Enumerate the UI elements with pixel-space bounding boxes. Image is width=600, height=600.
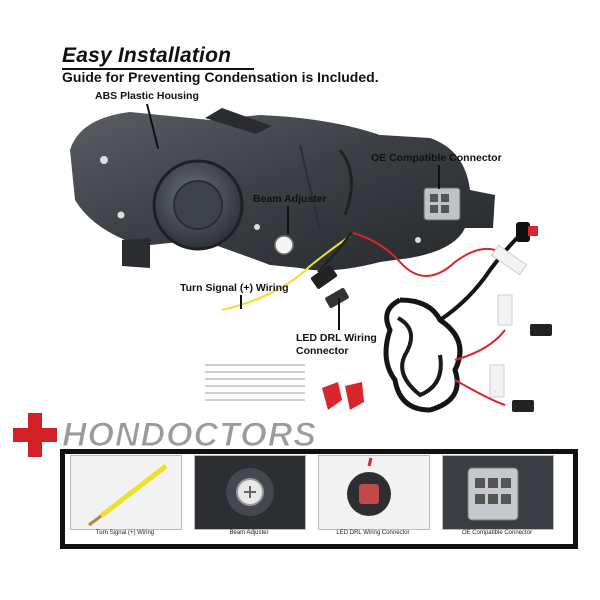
lead-drl [338,298,340,330]
red-wire [349,231,496,277]
title-underline [62,68,254,70]
top-bracket [205,108,272,134]
detail-oe-connector [442,455,554,530]
caption-turn-signal: Turn Signal (+) Wiring [95,530,155,536]
subtitle: Guide for Preventing Condensation is Inc… [62,69,379,85]
title: Easy Installation [62,44,232,67]
oe-connector-art [423,187,461,221]
red-tap-1 [322,382,342,410]
caption-beam-adjuster: Beam Adjuster [229,530,269,536]
watermark-text: HONDOCTORS [62,416,317,455]
red-tap-2 [345,382,364,410]
oe-connector-image [467,467,519,521]
callout-drl-line1: LED DRL Wiring [296,332,377,344]
turn-signal-wire-image [88,464,168,527]
yellow-wire [221,235,351,311]
medical-cross-icon [11,411,59,459]
beam-adjuster-image [226,468,274,516]
lead-turn-signal [240,295,242,309]
callout-turn-signal: Turn Signal (+) Wiring [180,282,289,294]
drl-connector-image [347,457,391,516]
zip-ties [205,364,305,401]
beam-adjuster-knob [274,235,294,255]
left-tab [122,238,150,268]
callout-drl-line2: Connector [296,345,349,357]
detail-turn-signal [70,455,182,530]
caption-oe-connector: OE Compatible Connector [461,530,533,536]
callout-housing: ABS Plastic Housing [95,90,199,102]
detail-drl-connector [318,455,430,530]
callout-beam-adjuster: Beam Adjuster [253,193,327,205]
lead-connector [438,165,440,189]
drl-connector-art [310,265,338,289]
lead-beam-adjuster [287,206,289,234]
watermark-logo: HONDOCTORS [10,410,390,460]
caption-drl-connector: LED DRL Wiring Connector [336,530,410,536]
detail-beam-adjuster [194,455,306,530]
callout-connector: OE Compatible Connector [371,152,502,164]
